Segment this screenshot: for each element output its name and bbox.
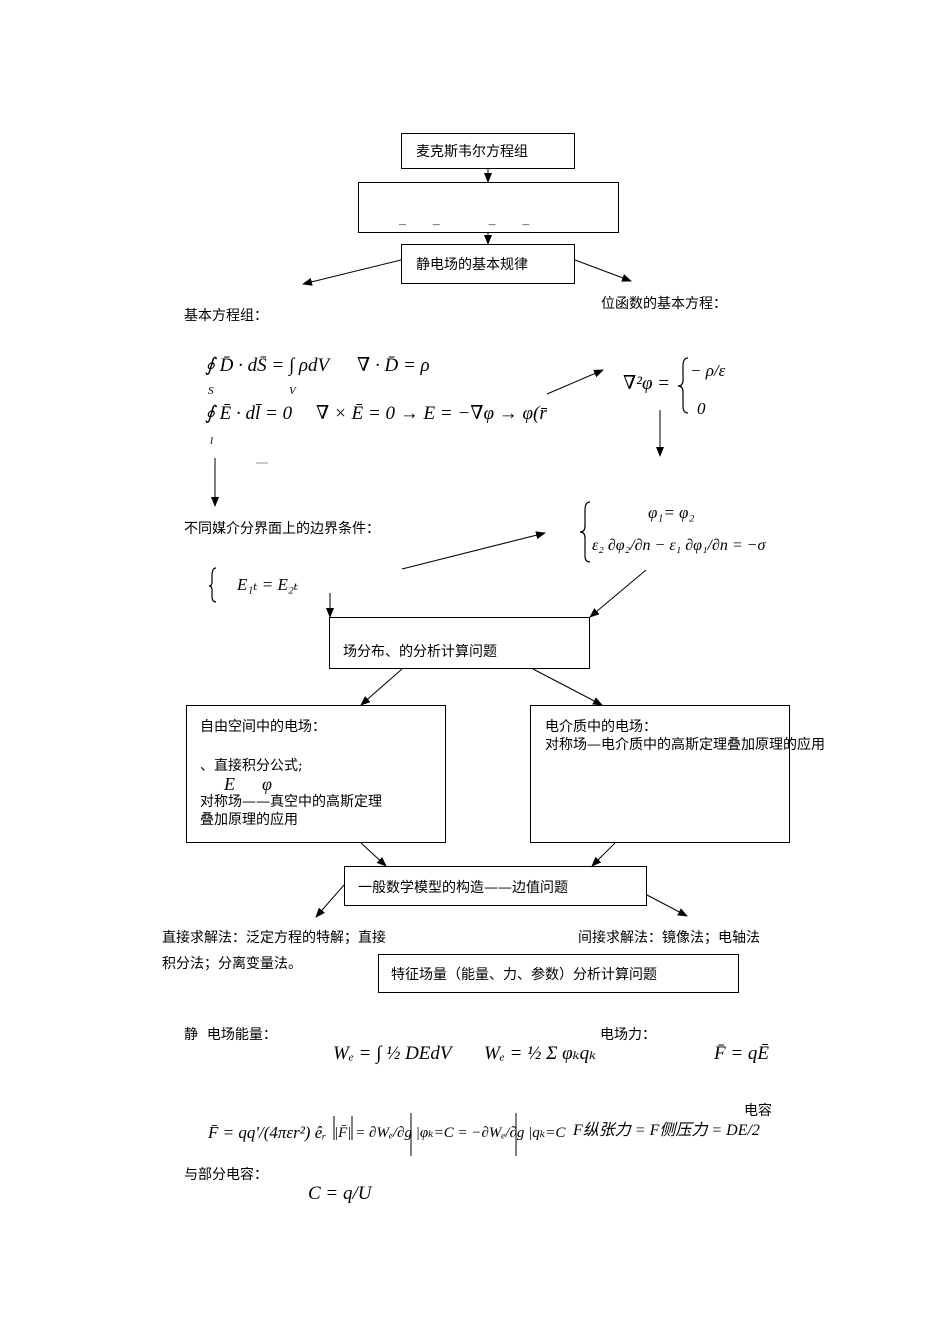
arrow-to-bc	[401, 531, 546, 570]
bc-brace	[579, 501, 591, 563]
partial-capacitance-label: 与部分电容：	[184, 1167, 268, 1183]
general-model-box: 一般数学模型的构造——边值问题	[344, 866, 647, 906]
energy-sum: Wₑ = ½ Σ φₖqₖ	[484, 1043, 597, 1064]
free-space-title: 自由空间中的电场：	[200, 719, 326, 735]
poisson-equation: ∇²φ =	[623, 373, 671, 394]
arrow-to-free-space	[360, 668, 403, 706]
direct-method-line1: 直接求解法：泛定方程的特解；直接	[162, 930, 386, 946]
maxwell-sub-marks: _ _ _ _	[399, 210, 530, 226]
gauss-differential: ∇ · D̄ = ρ	[357, 355, 430, 376]
gauss-integral: ∮ D̄ · dS̄ = ∫ ρdV	[205, 355, 330, 376]
coulomb-force: F̄ = qq'/(4πεr²) êᵣ	[208, 1123, 327, 1142]
arrow-diel-to-model	[591, 842, 616, 867]
force-simple: F̄ = qĒ	[714, 1043, 770, 1064]
arrow-to-basic	[302, 259, 402, 286]
indirect-method: 间接求解法：镜像法；电轴法	[578, 930, 760, 946]
free-space-superposition: 叠加原理的应用	[200, 812, 298, 828]
maxwell-box: 麦克斯韦尔方程组	[401, 133, 575, 169]
bc-potential-continuity: φ₁= φ₂	[648, 503, 695, 522]
energy-label: 静 电场能量：	[184, 1027, 277, 1043]
free-space-gauss: 对称场——真空中的高斯定理	[200, 794, 382, 810]
maxwell-equations-box: _ _ _ _	[358, 182, 619, 233]
arrow-to-direct	[315, 884, 345, 918]
boundary-conditions-label: 不同媒介分界面上的边界条件：	[184, 521, 380, 537]
virtual-work-force: |F̄| = ∂Wₑ/∂g |φₖ=C = −∂Wₑ/∂g |qₖ=C	[334, 1125, 566, 1141]
field-analysis-label: 场分布、的分析计算问题	[343, 644, 497, 660]
bc-tangential-field: E₁ₜ = E₂ₜ	[237, 575, 298, 594]
arrow-to-potential	[574, 259, 632, 282]
poisson-brace	[677, 357, 689, 414]
basic-equations-label: 基本方程组：	[184, 308, 268, 324]
poisson-case-charge: − ρ/ε	[690, 361, 726, 380]
free-space-direct-integral: 、直接积分公式;	[200, 758, 303, 774]
arrow-to-poisson	[546, 369, 604, 395]
arrow-to-dielectric	[532, 668, 603, 706]
capacitance-label-right: 电容	[744, 1103, 772, 1119]
gauss-sub-v: V	[289, 385, 296, 397]
arrow-bc-down	[589, 569, 647, 618]
tension-pressure: F纵张力 = F侧压力 = DE/2	[573, 1122, 760, 1139]
characteristic-box: 特征场量（能量、力、参数）分析计算问题	[378, 954, 739, 993]
characteristic-label: 特征场量（能量、力、参数）分析计算问题	[391, 967, 657, 983]
free-space-box: 自由空间中的电场： 、直接积分公式; E φ 对称场——真空中的高斯定理 叠加原…	[186, 705, 446, 843]
poisson-case-zero: 0	[697, 399, 706, 418]
static-laws-box: 静电场的基本规律	[401, 244, 575, 284]
field-analysis-box: 场分布、的分析计算问题	[329, 617, 590, 669]
maxwell-label: 麦克斯韦尔方程组	[416, 144, 528, 160]
arrow-to-indirect	[646, 894, 688, 917]
energy-integral: Wₑ = ∫ ½ DEdV	[333, 1043, 452, 1064]
static-laws-label: 静电场的基本规律	[416, 257, 528, 273]
tangential-brace	[208, 567, 217, 603]
curl-integral: ∮ Ē · dl̄ = 0	[205, 403, 293, 424]
dielectric-title: 电介质中的电场：	[545, 719, 657, 735]
general-model-label: 一般数学模型的构造——边值问题	[358, 880, 568, 896]
free-space-symbols: E φ	[224, 774, 272, 794]
arrow-free-to-model	[360, 842, 387, 867]
capacitance-formula: C = q/U	[308, 1183, 372, 1204]
force-label: 电场力：	[600, 1027, 656, 1043]
bc-normal-derivative: ε₂ ∂φ₂/∂n − ε₁ ∂φ₁/∂n = −σ	[592, 537, 766, 554]
dielectric-box: 电介质中的电场： 对称场—电介质中的高斯定理叠加原理的应用	[530, 705, 825, 843]
gauss-sub-s: S	[208, 385, 214, 397]
curl-differential: ∇ × Ē = 0 → E = −∇φ → φ(r̄	[316, 403, 547, 424]
direct-method-line2: 积分法；分离变量法。	[162, 956, 302, 972]
potential-equation-label: 位函数的基本方程：	[601, 296, 727, 312]
curl-sub-l: l	[210, 435, 214, 447]
dielectric-gauss: 对称场—电介质中的高斯定理叠加原理的应用	[545, 737, 825, 753]
